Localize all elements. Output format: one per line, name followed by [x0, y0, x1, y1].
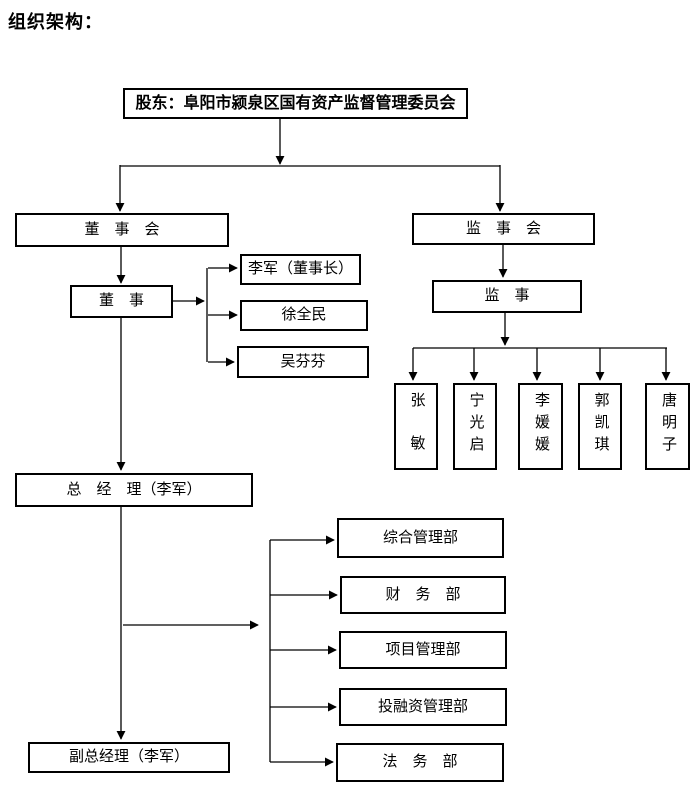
department-box-legal: 法 务 部: [336, 743, 504, 782]
supervisor-member-name: 郭凯琪: [592, 392, 609, 458]
supervisor-member-name: 宁光启: [467, 392, 484, 458]
directors-box: 董 事: [70, 285, 173, 318]
board-of-directors-box: 董 事 会: [15, 213, 229, 247]
page-title: 组织架构：: [8, 12, 103, 32]
general-manager-box: 总 经 理（李军）: [15, 473, 253, 507]
supervisor-member-box-zhangmin: 张敏: [394, 383, 438, 478]
supervisor-member-box-ningguangqi: 宁光启: [453, 383, 497, 470]
director-member-box-wufenfen: 吴芬芬: [237, 346, 369, 378]
director-member-box-lijun: 李军（董事长）: [240, 254, 361, 285]
supervisor-member-box-liyuanyuan: 李媛媛: [518, 383, 563, 470]
deputy-general-manager-box: 副总经理（李军）: [28, 742, 230, 773]
supervisors-box: 监 事: [432, 280, 582, 313]
supervisory-board-box: 监 事 会: [412, 213, 595, 245]
supervisor-member-box-tangmingzi: 唐明子: [645, 383, 690, 470]
department-box-finance: 财 务 部: [340, 576, 506, 614]
supervisor-member-name: 张敏: [408, 392, 425, 478]
director-member-box-xuquanmin: 徐全民: [240, 300, 368, 331]
supervisor-member-name: 李媛媛: [533, 392, 549, 458]
shareholder-box: 股东：阜阳市颍泉区国有资产监督管理委员会: [123, 88, 468, 119]
connector-group: [115, 119, 671, 767]
department-box-project-management: 项目管理部: [339, 631, 507, 669]
supervisor-member-name: 唐明子: [660, 392, 676, 458]
supervisor-member-box-guokaiqi: 郭凯琪: [578, 383, 622, 470]
department-box-general-management: 综合管理部: [337, 518, 504, 558]
department-box-investment-financing: 投融资管理部: [339, 688, 507, 726]
